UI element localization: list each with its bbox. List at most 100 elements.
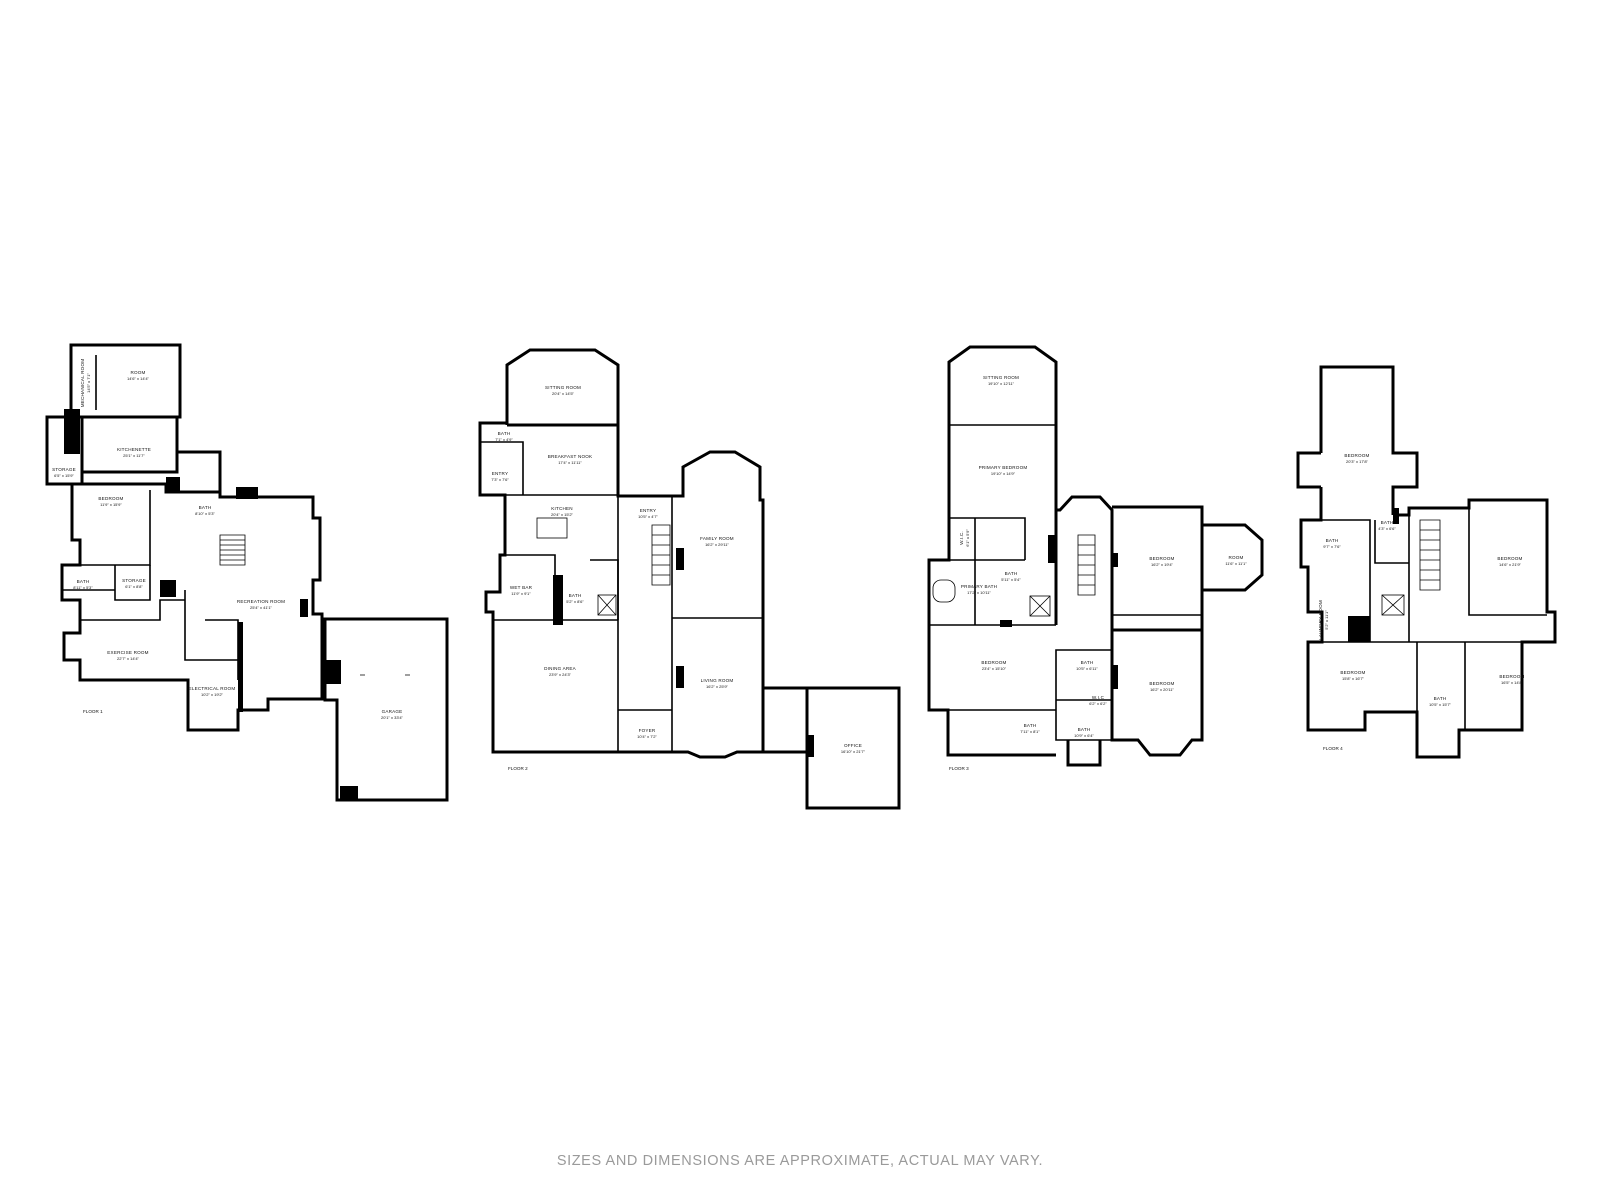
room-label: BEDROOM bbox=[1499, 674, 1524, 679]
room-label: BATH bbox=[569, 593, 582, 598]
room-dims: 8'10" x 5'3" bbox=[195, 511, 215, 516]
room-label: BEDROOM bbox=[1340, 670, 1365, 675]
room-label: WET BAR bbox=[510, 585, 533, 590]
room-dims: 16'10" x 21'7" bbox=[841, 749, 866, 754]
room-labels: ROOM 14'6" x 14'4" MECHANICAL ROOM 14'5"… bbox=[52, 359, 1524, 771]
room-dims: 4'3" x 6'6" bbox=[1378, 526, 1396, 531]
room-dims: 6'5" x 15'9" bbox=[54, 473, 74, 478]
room-label: SITTING ROOM bbox=[545, 385, 581, 390]
room-dims: 17'2" x 10'11" bbox=[967, 590, 991, 595]
room-label: FAMILY ROOM bbox=[700, 536, 734, 541]
floor-label: FLOOR 1 bbox=[83, 709, 103, 714]
floor-2-plan bbox=[478, 348, 901, 810]
room-label: ELECTRICAL ROOM bbox=[189, 686, 236, 691]
room-label: BEDROOM bbox=[1344, 453, 1369, 458]
floor-4-plan bbox=[1296, 365, 1557, 759]
room-dims: 6'1" x 5'9" bbox=[965, 529, 970, 547]
room-dims: 11'9" x 15'9" bbox=[100, 502, 122, 507]
room-label: BATH bbox=[1024, 723, 1037, 728]
room-dims: 16'2" x 20'11" bbox=[1150, 687, 1174, 692]
room-label: BATH bbox=[1078, 727, 1091, 732]
room-label: W.I.C. bbox=[959, 531, 964, 545]
room-dims: 19'10" x 14'9" bbox=[991, 471, 1016, 476]
room-dims: 17'4" x 11'11" bbox=[558, 460, 582, 465]
room-dims: 11'6" x 11'1" bbox=[1225, 561, 1247, 566]
floor-label: FLOOR 3 bbox=[949, 766, 969, 771]
room-label: ENTRY bbox=[640, 508, 657, 513]
room-dims: 11'9" x 9'1" bbox=[511, 591, 531, 596]
room-label: KITCHENETTE bbox=[117, 447, 151, 452]
room-label: OFFICE bbox=[844, 743, 862, 748]
room-label: BATH bbox=[77, 579, 90, 584]
room-label: RECREATION ROOM bbox=[237, 599, 285, 604]
room-dims: 23'4" x 15'10" bbox=[982, 666, 1007, 671]
room-dims: 7'3" x 7'6" bbox=[491, 477, 509, 482]
room-label: BATH bbox=[1326, 538, 1339, 543]
room-dims: 15'8" x 16'7" bbox=[1342, 676, 1365, 681]
room-label: ROOM bbox=[130, 370, 145, 375]
room-label: PRIMARY BEDROOM bbox=[979, 465, 1028, 470]
room-dims: 20'1" x 33'4" bbox=[381, 715, 404, 720]
room-label: GARAGE bbox=[382, 709, 403, 714]
room-label: LAUNDRY ROOM bbox=[1318, 600, 1323, 640]
room-label: KITCHEN bbox=[551, 506, 573, 511]
room-label: BEDROOM bbox=[981, 660, 1006, 665]
floor-label: FLOOR 4 bbox=[1323, 746, 1343, 751]
room-dims: 7'11" x 8'1" bbox=[1020, 729, 1040, 734]
room-dims: 22'7" x 14'4" bbox=[117, 656, 140, 661]
disclaimer-text: SIZES AND DIMENSIONS ARE APPROXIMATE, AC… bbox=[556, 1153, 1044, 1169]
room-dims: 16'2" x 19'4" bbox=[1151, 562, 1174, 567]
room-dims: 16'5" x 14'8" bbox=[1501, 680, 1524, 685]
room-dims: 16'2" x 25'9" bbox=[706, 684, 729, 689]
room-label: DINING AREA bbox=[544, 666, 577, 671]
room-dims: 9'7" x 7'6" bbox=[1323, 544, 1341, 549]
room-dims: 10'5" x 4'7" bbox=[638, 514, 658, 519]
room-dims: 20'4" x 14'5" bbox=[552, 391, 575, 396]
room-dims: 16'2" x 29'11" bbox=[705, 542, 729, 547]
room-label: PRIMARY BATH bbox=[961, 584, 997, 589]
room-dims: 23'9" x 24'3" bbox=[549, 672, 572, 677]
room-dims: 20'4" x 15'2" bbox=[551, 512, 574, 517]
room-label: BREAKFAST NOOK bbox=[548, 454, 593, 459]
room-dims: 25'4" x 41'1" bbox=[250, 605, 273, 610]
room-label: LIVING ROOM bbox=[701, 678, 734, 683]
room-label: BEDROOM bbox=[98, 496, 123, 501]
room-label: MECHANICAL ROOM bbox=[80, 359, 85, 408]
room-dims: 10'2" x 19'2" bbox=[201, 692, 224, 697]
room-label: ENTRY bbox=[492, 471, 509, 476]
room-label: ROOM bbox=[1228, 555, 1243, 560]
room-dims: 6'1" x 8'8" bbox=[125, 584, 143, 589]
room-label: BATH bbox=[498, 431, 511, 436]
floor-3-plan bbox=[927, 345, 1264, 767]
room-label: STORAGE bbox=[52, 467, 76, 472]
room-dims: 10'5" x 15'7" bbox=[1429, 702, 1452, 707]
room-dims: 8'11" x 5'3" bbox=[73, 585, 93, 590]
room-dims: 25'1" x 11'7" bbox=[123, 453, 145, 458]
room-dims: 7'1" x 4'9" bbox=[495, 437, 513, 442]
room-label: BATH bbox=[1381, 520, 1394, 525]
room-label: BATH bbox=[1005, 571, 1018, 576]
room-label: STORAGE bbox=[122, 578, 146, 583]
room-label: BEDROOM bbox=[1149, 681, 1174, 686]
room-label: BATH bbox=[1434, 696, 1447, 701]
room-label: BATH bbox=[199, 505, 212, 510]
room-dims: 6'2" x 6'2" bbox=[1089, 701, 1107, 706]
room-dims: 19'10" x 12'11" bbox=[988, 381, 1015, 386]
room-dims: 5'2" x 11'1" bbox=[1324, 610, 1329, 630]
room-dims: 20'3" x 17'8" bbox=[1346, 459, 1369, 464]
floor-1-plan bbox=[45, 343, 449, 802]
room-label: FOYER bbox=[639, 728, 656, 733]
room-label: SITTING ROOM bbox=[983, 375, 1019, 380]
room-dims: 10'5" x 6'11" bbox=[1076, 666, 1098, 671]
room-label: BEDROOM bbox=[1497, 556, 1522, 561]
floor-label: FLOOR 2 bbox=[508, 766, 528, 771]
room-dims: 14'6" x 14'4" bbox=[127, 376, 150, 381]
room-label: EXERCISE ROOM bbox=[107, 650, 148, 655]
room-dims: 10'4" x 7'2" bbox=[637, 734, 657, 739]
room-dims: 5'2" x 8'6" bbox=[566, 599, 584, 604]
room-label: BATH bbox=[1081, 660, 1094, 665]
room-dims: 5'11" x 5'4" bbox=[1001, 577, 1021, 582]
room-dims: 14'5" x 7'1" bbox=[86, 373, 91, 393]
room-dims: 10'9" x 6'4" bbox=[1074, 733, 1094, 738]
